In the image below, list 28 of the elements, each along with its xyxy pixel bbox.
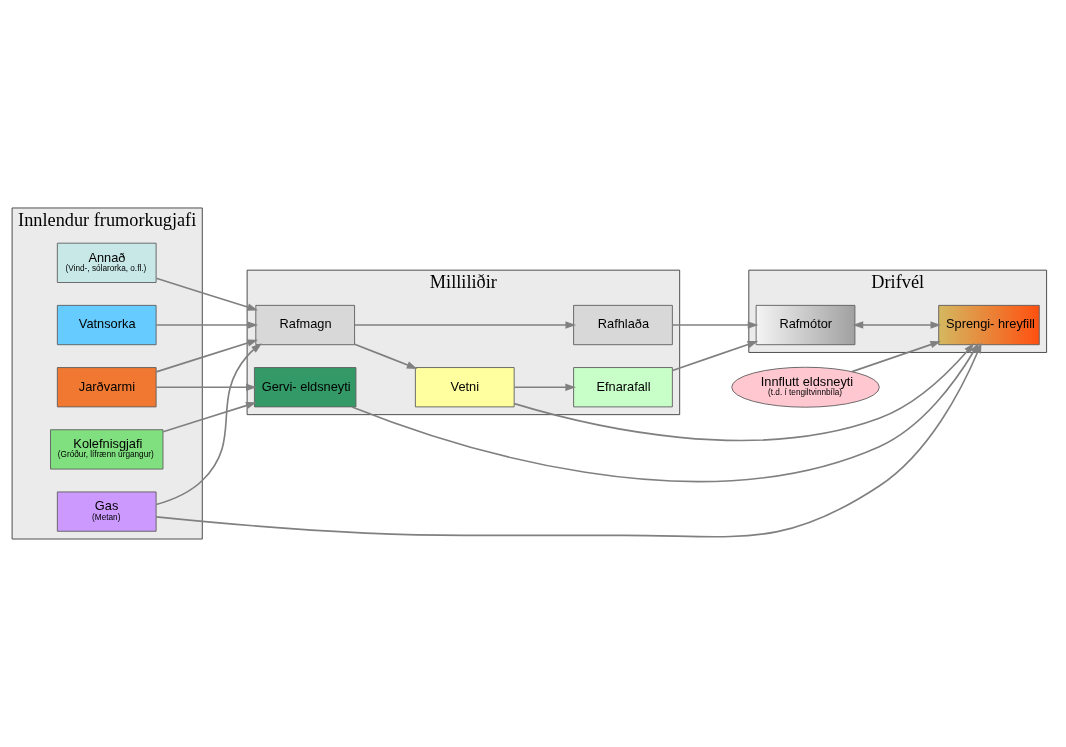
node-box: Rafhlaða — [573, 304, 673, 346]
node-box: Jarðvarmi — [56, 367, 157, 408]
arrow — [851, 341, 941, 373]
node-box: Efnarafall — [573, 367, 673, 408]
arrow — [852, 321, 942, 329]
arrow — [162, 401, 257, 433]
arrow — [351, 342, 979, 483]
arrow — [353, 321, 577, 329]
node-box: Vetni — [414, 367, 515, 408]
arrow — [513, 383, 576, 391]
arrow — [155, 339, 258, 373]
node-box: Rafmagn — [255, 304, 356, 346]
arrow — [513, 343, 975, 442]
arrow — [155, 321, 259, 329]
arrow — [155, 343, 262, 506]
arrow — [353, 343, 418, 369]
arrow — [671, 340, 759, 372]
arrow — [671, 321, 759, 329]
arrow — [155, 277, 258, 311]
node-ellipse: Innflutt eldsneyti (t.d. í tengiltvinnbíla) — [731, 366, 880, 408]
node-box: Gervi- eldsneyti — [253, 367, 357, 408]
node-box: Rafmótor — [755, 304, 856, 346]
node-box: Annað (Vind-, sólarorka, o.fl.) — [56, 242, 157, 283]
arrow — [155, 383, 257, 391]
node-box: Sprengi- hreyfill — [938, 304, 1040, 346]
node-box: Gas (Metan) — [56, 491, 157, 532]
node-box: Kolefnisgjafi (Gróður, lífrænn úrgangur) — [50, 429, 164, 470]
node-box: Vatnsorka — [56, 304, 157, 346]
